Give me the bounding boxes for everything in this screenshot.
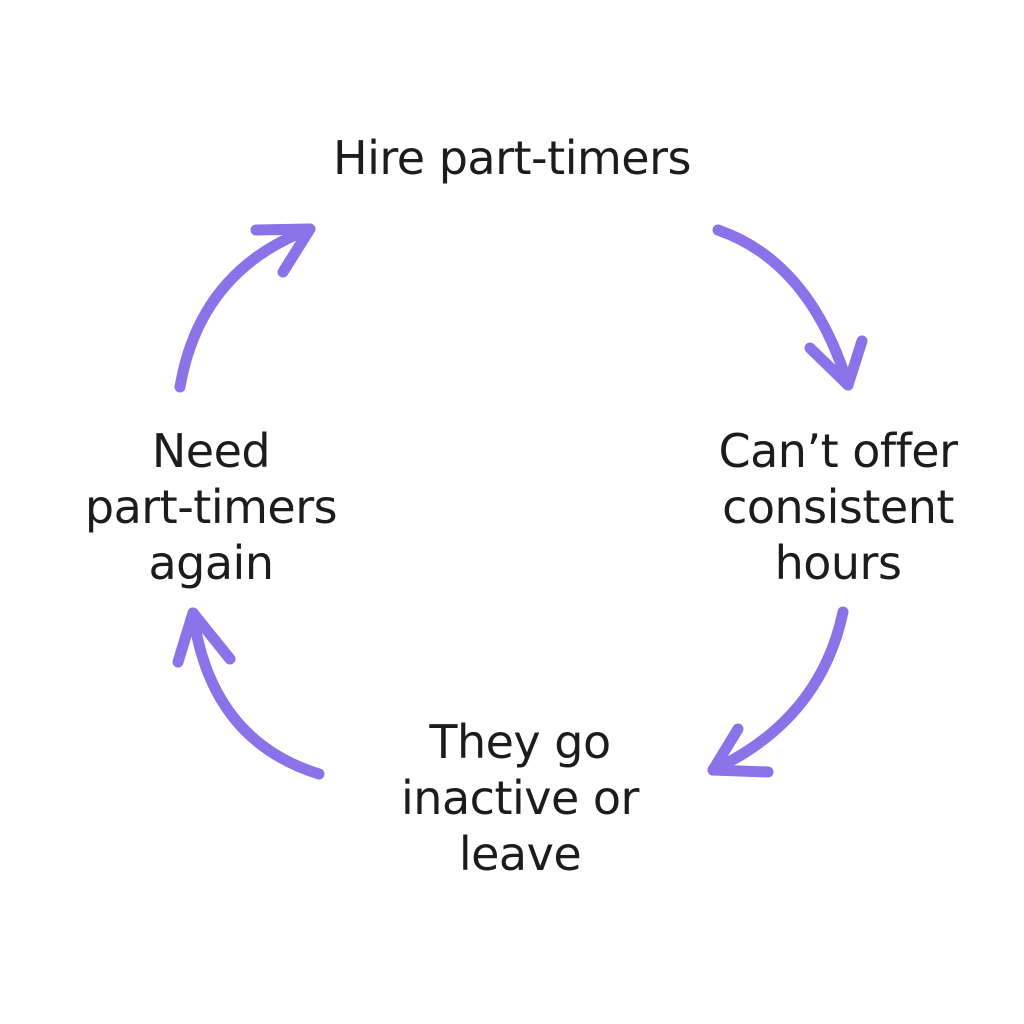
step-text-line: They go: [429, 715, 611, 769]
cycle-step-need-part-timers-again: Need part-timers again: [84, 423, 338, 591]
step-text-line: Need: [151, 424, 271, 478]
step-text-line: consistent: [722, 480, 954, 534]
cycle-step-cant-offer-consistent-hours: Can’t offer consistent hours: [718, 423, 959, 591]
step-text-line: inactive or: [401, 771, 639, 825]
step-text-line: again: [148, 536, 274, 590]
step-text-line: hours: [774, 536, 902, 590]
step-text-line: leave: [458, 827, 582, 881]
arrow-bottom-to-left: [172, 607, 325, 780]
arrow-top-to-right: [712, 224, 868, 391]
step-text-line: Hire part-timers: [333, 131, 691, 185]
arrow-right-to-bottom: [707, 606, 849, 778]
step-text-line: Can’t offer: [718, 424, 959, 478]
arrow-left-to-top: [174, 223, 316, 393]
cycle-step-hire-part-timers: Hire part-timers: [333, 130, 691, 186]
step-text-line: part-timers: [84, 480, 338, 534]
cycle-step-they-go-inactive-or-leave: They go inactive or leave: [401, 714, 639, 882]
